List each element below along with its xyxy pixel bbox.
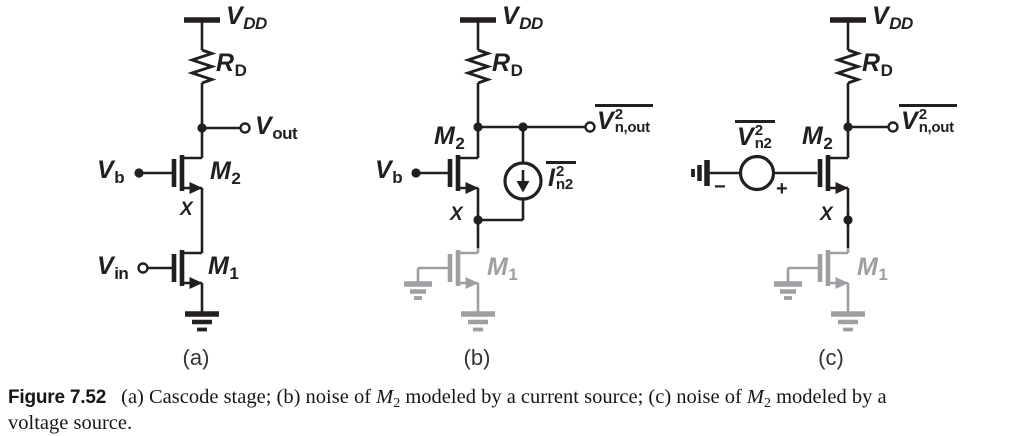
vout-label-a: Vout (255, 112, 298, 143)
plus-sign: + (776, 178, 788, 200)
current-arrow-head (516, 181, 530, 193)
node-x-label-c: X (820, 204, 833, 225)
source-arrow (465, 277, 479, 289)
output-terminal (584, 121, 596, 133)
caption-m2-symbol: M (376, 386, 394, 408)
m2-label-a: M2 (210, 157, 241, 188)
circuit-a (134, 17, 251, 332)
source-arrow (835, 182, 849, 194)
rd-label-b: RD (492, 49, 523, 80)
m2-label-b: M2 (434, 122, 465, 153)
circuit-canvas (134, 17, 899, 332)
vb-terminal-dot (411, 168, 421, 178)
source-arrow (465, 182, 479, 194)
vdd-label-c: VDD (872, 2, 913, 33)
minus-sign: − (714, 176, 726, 198)
node-x-label-b: X (450, 204, 463, 225)
panel-tag-a: (a) (182, 345, 210, 370)
source-arrow (189, 182, 203, 194)
vin-label-a: Vin (97, 252, 129, 283)
vb-label-b: Vb (375, 156, 403, 187)
caption-m2-symbol: M (746, 386, 764, 408)
ac-ground-symbol (691, 160, 710, 186)
source-arrow (835, 277, 849, 289)
vb-label-a: Vb (97, 156, 125, 187)
vb-terminal-dot (134, 168, 144, 178)
caption-text: modeled by a current source; (c) noise o… (400, 386, 747, 408)
resistor-rd (187, 48, 217, 85)
caption-text: (a) Cascode stage; (b) noise of (121, 386, 377, 408)
nmos-m2 (134, 155, 203, 194)
m1-label-b: M1 (487, 253, 518, 284)
noise-current-source (478, 127, 543, 222)
ground-symbol (185, 311, 219, 332)
figure-caption: Figure 7.52 (a) Cascode stage; (b) noise … (8, 385, 1010, 435)
nmos-m1-grayed (404, 248, 495, 332)
caption-m2-subscript: 2 (763, 396, 771, 411)
source-ground-symbol (831, 311, 865, 332)
caption-m2-subscript: 2 (393, 396, 401, 411)
source-arrow (189, 277, 203, 289)
nmos-m1-grayed (774, 248, 865, 332)
gate-ground-symbol (404, 281, 432, 300)
caption-line-2: voltage source. (8, 411, 133, 434)
vdd-label-b: VDD (502, 2, 543, 33)
m1-label-c: M1 (857, 253, 888, 284)
resistor-rd (833, 48, 863, 85)
gate-ground-symbol (774, 281, 802, 300)
circuit-b (404, 17, 596, 332)
node-x-label-a: X (180, 199, 193, 220)
source-ground-symbol (461, 311, 495, 332)
caption-text: modeled by a (770, 386, 887, 408)
figure-number: Figure 7.52 (8, 387, 107, 408)
rd-label-a: RD (216, 49, 247, 80)
circuit-c (691, 17, 899, 332)
panel-tag-c: (c) (818, 345, 844, 370)
resistor-rd (463, 48, 493, 85)
panel-tag-b: (b) (463, 345, 491, 370)
caption-line-1: Figure 7.52 (a) Cascode stage; (b) noise … (8, 385, 1010, 411)
m1-label-a: M1 (208, 252, 239, 283)
vdd-label-a: VDD (226, 2, 267, 33)
voltage-source-circle (738, 154, 776, 192)
output-terminal (239, 122, 251, 134)
rd-label-c: RD (862, 49, 893, 80)
output-terminal (887, 121, 899, 133)
noise-voltage-source (709, 154, 817, 192)
m2-label-c: M2 (802, 122, 833, 153)
vin-terminal (137, 262, 149, 274)
nmos-m2 (411, 155, 479, 194)
nmos-m2 (817, 155, 849, 194)
nmos-m1 (137, 250, 203, 289)
